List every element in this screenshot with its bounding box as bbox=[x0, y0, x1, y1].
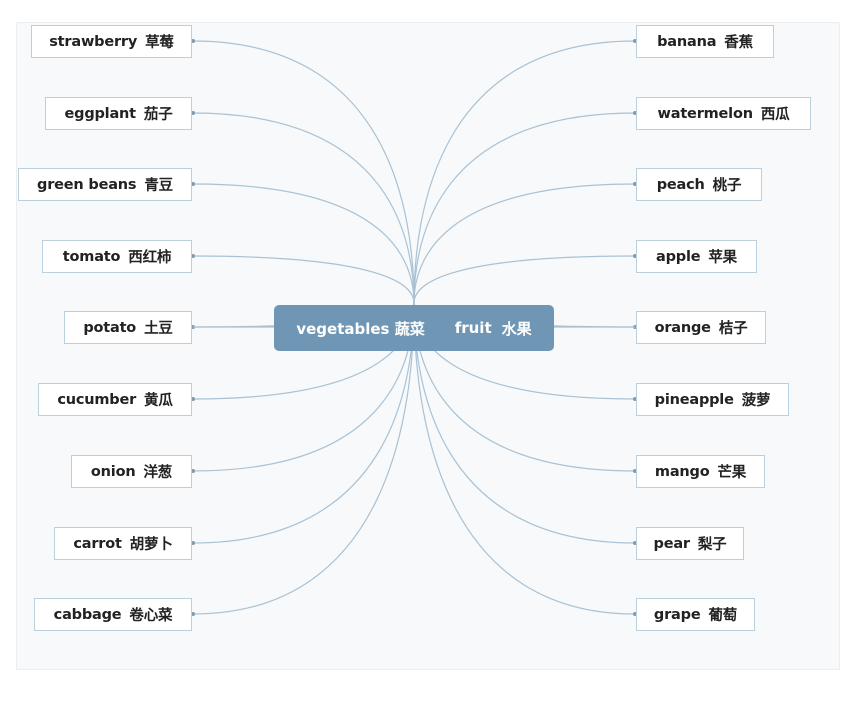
connector-dot-left-0 bbox=[191, 39, 195, 43]
node-label-zh: 西红柿 bbox=[128, 250, 172, 266]
root-node[interactable]: vegetables 蔬菜 fruit 水果 bbox=[274, 305, 554, 351]
node-label-en: cucumber bbox=[57, 391, 137, 408]
node-label-en: strawberry bbox=[49, 33, 138, 50]
node-label-en: apple bbox=[656, 248, 701, 265]
connector-line-right-3 bbox=[413, 255, 636, 304]
node-label-en: mango bbox=[654, 463, 710, 480]
node-grape[interactable]: grape 葡萄 bbox=[636, 598, 755, 631]
node-label-en: potato bbox=[83, 319, 137, 336]
node-label-en: tomato bbox=[62, 248, 121, 265]
node-label-zh: 桔子 bbox=[718, 321, 748, 337]
node-label-zh: 胡萝卜 bbox=[129, 537, 173, 553]
node-label-zh: 芒果 bbox=[717, 465, 747, 481]
node-label-en: cabbage bbox=[53, 606, 122, 623]
node-apple[interactable]: apple 苹果 bbox=[636, 240, 757, 273]
node-banana[interactable]: banana 香蕉 bbox=[636, 25, 774, 58]
node-peach[interactable]: peach 桃子 bbox=[636, 168, 762, 201]
node-label-zh: 葡萄 bbox=[708, 608, 738, 624]
connector-line-right-2 bbox=[413, 183, 636, 304]
node-label-zh: 草莓 bbox=[145, 35, 174, 51]
node-label-zh: 土豆 bbox=[144, 321, 173, 337]
node-label-en: pear bbox=[653, 535, 691, 552]
node-label-en: peach bbox=[656, 176, 705, 193]
connector-line-right-8 bbox=[413, 302, 636, 615]
node-label-en: onion bbox=[90, 463, 136, 480]
connector-line-left-3 bbox=[192, 255, 415, 304]
node-label-zh: 青豆 bbox=[144, 178, 173, 194]
connector-dot-left-3 bbox=[191, 254, 195, 258]
node-eggplant[interactable]: eggplant 茄子 bbox=[45, 97, 192, 130]
node-label-zh: 黄瓜 bbox=[144, 393, 173, 409]
node-potato[interactable]: potato 土豆 bbox=[64, 311, 192, 344]
node-label-en: green beans bbox=[37, 176, 137, 193]
connector-line-left-2 bbox=[192, 183, 415, 304]
node-label-zh: 洋葱 bbox=[143, 465, 173, 481]
node-cucumber[interactable]: cucumber 黄瓜 bbox=[38, 383, 192, 416]
node-label-en: orange bbox=[654, 319, 711, 336]
node-label-zh: 卷心菜 bbox=[129, 608, 173, 624]
node-label-zh: 菠萝 bbox=[741, 393, 771, 409]
node-pear[interactable]: pear 梨子 bbox=[636, 527, 744, 560]
connector-dot-left-6 bbox=[191, 469, 195, 473]
root-fruit-zh-label: 水果 bbox=[501, 319, 532, 338]
node-label-en: eggplant bbox=[64, 105, 137, 122]
node-label-en: pineapple bbox=[654, 391, 734, 408]
connector-dot-left-8 bbox=[191, 612, 195, 616]
connector-line-right-0 bbox=[413, 40, 636, 304]
node-tomato[interactable]: tomato 西红柿 bbox=[42, 240, 192, 273]
node-green-beans[interactable]: green beans 青豆 bbox=[18, 168, 192, 201]
node-label-en: grape bbox=[653, 606, 701, 623]
node-label-zh: 苹果 bbox=[708, 250, 737, 266]
node-mango[interactable]: mango 芒果 bbox=[636, 455, 765, 488]
node-strawberry[interactable]: strawberry 草莓 bbox=[31, 25, 192, 58]
connector-dot-left-2 bbox=[191, 182, 195, 186]
node-label-en: banana bbox=[657, 33, 717, 50]
node-watermelon[interactable]: watermelon 西瓜 bbox=[636, 97, 811, 130]
node-label-en: carrot bbox=[73, 535, 122, 552]
connector-dot-left-5 bbox=[191, 397, 195, 401]
connector-dot-left-7 bbox=[191, 541, 195, 545]
connector-line-left-8 bbox=[192, 302, 415, 615]
connector-line-right-1 bbox=[413, 112, 636, 304]
node-pineapple[interactable]: pineapple 菠萝 bbox=[636, 383, 789, 416]
node-cabbage[interactable]: cabbage 卷心菜 bbox=[34, 598, 192, 631]
node-label-zh: 香蕉 bbox=[724, 35, 753, 51]
node-carrot[interactable]: carrot 胡萝卜 bbox=[54, 527, 192, 560]
node-label-zh: 桃子 bbox=[712, 178, 742, 194]
root-fruit-label: fruit bbox=[454, 319, 492, 337]
connector-dot-left-1 bbox=[191, 111, 195, 115]
connector-line-left-1 bbox=[192, 112, 415, 304]
node-orange[interactable]: orange 桔子 bbox=[636, 311, 766, 344]
root-vegetables-label: vegetables 蔬菜 bbox=[296, 319, 425, 338]
node-onion[interactable]: onion 洋葱 bbox=[71, 455, 192, 488]
node-label-zh: 茄子 bbox=[143, 107, 173, 123]
node-label-zh: 西瓜 bbox=[760, 107, 790, 123]
node-label-en: watermelon bbox=[657, 105, 753, 122]
connector-line-left-0 bbox=[192, 40, 415, 304]
node-label-zh: 梨子 bbox=[697, 537, 727, 553]
